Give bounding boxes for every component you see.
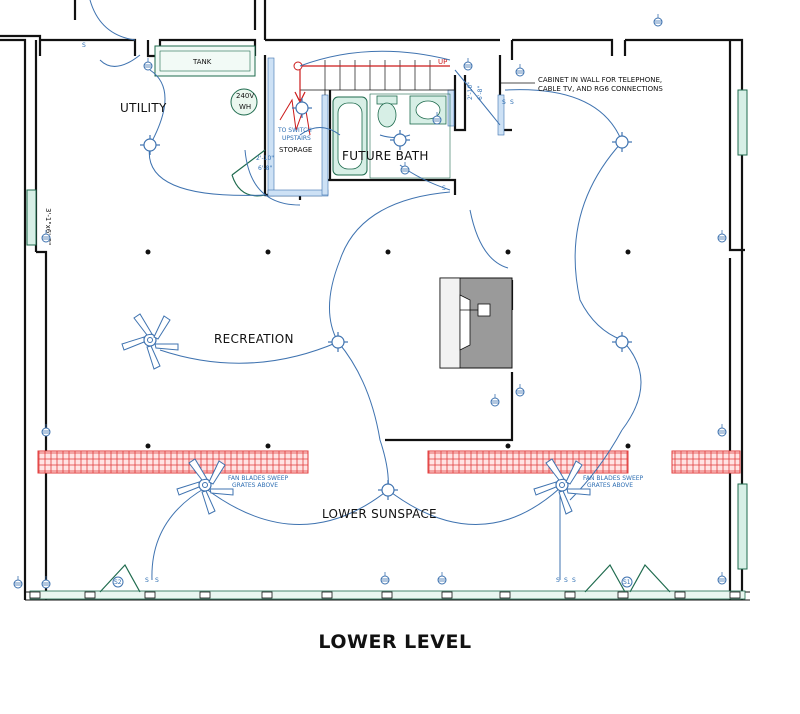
room-lower-sunspace: LOWER SUNSPACE [322, 507, 437, 521]
room-future-bath: FUTURE BATH [342, 149, 429, 163]
column-dots [145, 249, 631, 449]
ceiling-light-icon [611, 131, 633, 153]
outlet-icon [41, 575, 51, 589]
door-size-width: 2'-10" [256, 155, 274, 162]
outlet-icon [717, 571, 727, 585]
outlet-icon [490, 393, 500, 407]
fan-note-2-line2: GRATES ABOVE [587, 482, 633, 489]
outlet-icon [463, 57, 473, 71]
door-size-width-2: 2'-10" [467, 82, 474, 100]
outlet-icon [717, 423, 727, 437]
stairs: UP [279, 58, 455, 136]
toilet-icon [376, 95, 398, 128]
door-size-height: 6'-8" [258, 165, 272, 172]
switch-icon: S [145, 577, 149, 584]
switch-s2-icon: S2 [114, 579, 122, 586]
switch-icon: S [502, 99, 506, 106]
wh-label: WH [239, 103, 251, 111]
outlet-icon [380, 571, 390, 585]
switch-icon: S [442, 185, 446, 192]
plan-title: LOWER LEVEL [318, 631, 472, 653]
outlet-icon [515, 383, 525, 397]
fan-note-1-line1: FAN BLADES SWEEP [228, 475, 289, 482]
switch-icon: S [510, 99, 514, 106]
east-windows [737, 89, 748, 570]
outlet-icon [400, 161, 410, 175]
south-glazing [29, 563, 746, 600]
switch-icon: S [572, 577, 576, 584]
wh-voltage: 240V [236, 92, 254, 100]
storage-room [231, 57, 505, 197]
tank: TANK [154, 45, 256, 77]
outlet-icon [717, 229, 727, 243]
to-switch-note-1: TO SWITCH [277, 127, 312, 134]
fan-note-1-line2: GRATES ABOVE [232, 482, 278, 489]
switch-icon: S [564, 577, 568, 584]
svg-text:3'-1"x6'-8": 3'-1"x6'-8" [44, 208, 52, 245]
wiring [148, 50, 642, 581]
cabinet-note-line1: CABINET IN WALL FOR TELEPHONE, [538, 76, 662, 84]
ceiling-light-icon [139, 134, 161, 156]
switch-icon: S [556, 577, 560, 584]
outlet-icon [653, 13, 663, 27]
outlet-icon [143, 57, 153, 71]
cabinet-note: CABINET IN WALL FOR TELEPHONE, CABLE TV,… [500, 76, 663, 93]
floor-grates [37, 450, 741, 474]
west-window: 3'-1"x6'-8" [26, 189, 52, 246]
outlet-icon [437, 571, 447, 585]
outlet-icon [41, 423, 51, 437]
ceiling-fans [121, 313, 591, 515]
room-storage: STORAGE [279, 146, 312, 154]
tank-label: TANK [192, 58, 212, 66]
water-heater: 240V WH [230, 88, 258, 116]
switch-icon: S [82, 42, 86, 49]
stair-up-label: UP [438, 58, 447, 66]
door-size-height-2: 6'-8" [477, 86, 484, 100]
to-switch-note-2: UPSTAIRS [282, 135, 311, 142]
switch-symbols: S S S S S S S S S S2 S1 [82, 42, 633, 588]
ceiling-light-icon [327, 331, 349, 353]
ceiling-fan-icon [121, 313, 179, 370]
door-swings [89, 0, 141, 67]
door-notes: 2'-10" 6'-8" 2'-10" 6'-8" TO SWITCH UPST… [256, 82, 484, 172]
fireplace-icon [439, 277, 513, 369]
switch-icon: S [155, 577, 159, 584]
ceiling-light-icon [389, 129, 411, 151]
room-recreation: RECREATION [214, 332, 294, 346]
cabinet-note-line2: CABLE TV, AND RG6 CONNECTIONS [538, 85, 663, 93]
bath-fixtures [332, 93, 451, 179]
switch-s1-icon: S1 [623, 579, 631, 586]
fan-note-2-line1: FAN BLADES SWEEP [583, 475, 644, 482]
outlet-icon [515, 63, 525, 77]
ceiling-light-icon [377, 479, 399, 501]
room-utility: UTILITY [120, 101, 167, 115]
ceiling-light-icon [291, 97, 313, 119]
fan-notes: FAN BLADES SWEEP GRATES ABOVE FAN BLADES… [228, 475, 644, 489]
outlet-icon [13, 575, 23, 589]
